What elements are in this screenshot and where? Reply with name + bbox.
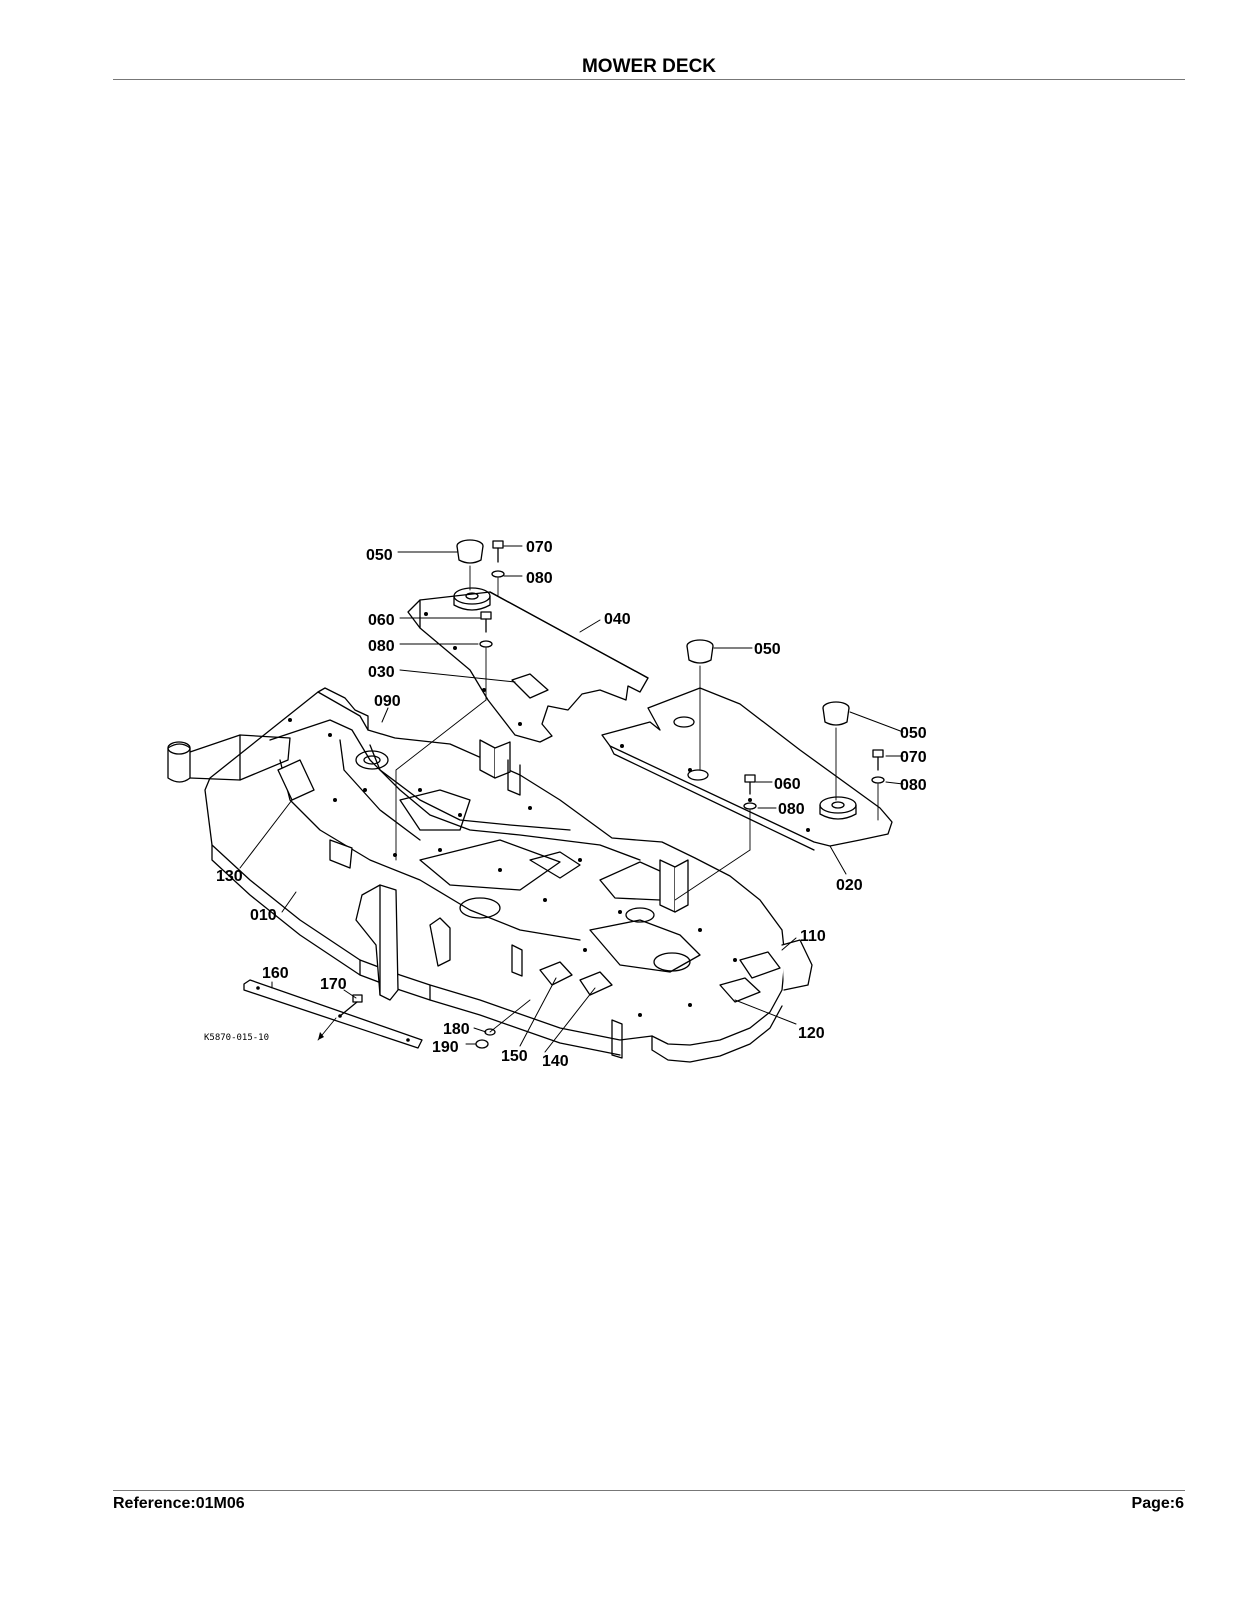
header-rule: [113, 79, 1185, 80]
cap-knob-050-left: [456, 539, 484, 564]
callout-120: 120: [798, 1025, 825, 1042]
callout-130: 130: [216, 868, 243, 885]
callout-110: 110: [800, 928, 826, 945]
callout-050: 050: [900, 725, 927, 742]
callout-170: 170: [320, 976, 347, 993]
callout-190: 190: [432, 1039, 459, 1056]
cap-knob-050-right: [822, 701, 850, 726]
right-cover-plate: [601, 687, 893, 851]
callout-080: 080: [526, 570, 553, 587]
page-number: Page:6: [1131, 1495, 1184, 1512]
callout-090: 090: [374, 693, 401, 710]
callout-080: 080: [778, 801, 805, 818]
left-cover-plate: [407, 587, 649, 743]
callout-010: 010: [250, 907, 277, 924]
baffle-bar: [243, 979, 423, 1049]
callout-050: 050: [754, 641, 781, 658]
callout-030: 030: [368, 664, 395, 681]
callout-070: 070: [526, 539, 553, 556]
callout-labels: 050 070 080 040 060 080 030 090 050 050 …: [216, 539, 927, 1070]
callout-020: 020: [836, 877, 863, 894]
figure-code: K5870-015-10: [204, 1033, 269, 1043]
bolt-070-right: [871, 749, 885, 784]
callout-050: 050: [366, 547, 393, 564]
bolt-170: [339, 994, 363, 1017]
callout-180: 180: [443, 1021, 470, 1038]
callout-040: 040: [604, 611, 631, 628]
assembly-lines: [395, 565, 879, 901]
page-title: MOWER DECK: [581, 56, 717, 77]
callout-080: 080: [900, 777, 927, 794]
callout-060: 060: [368, 612, 395, 629]
leader-lines: [239, 545, 904, 1053]
callout-160: 160: [262, 965, 289, 982]
callout-080: 080: [368, 638, 395, 655]
cap-knob-050-mid: [686, 639, 714, 664]
bolt-060-left: [479, 611, 493, 648]
bolt-070-left: [491, 540, 505, 578]
callout-070: 070: [900, 749, 927, 766]
deck-body: [167, 687, 813, 1063]
footer-rule: [113, 1490, 1185, 1491]
callout-140: 140: [542, 1053, 569, 1070]
bolt-060-right: [743, 774, 757, 810]
callout-060: 060: [774, 776, 801, 793]
reference-label: Reference:01M06: [113, 1495, 245, 1512]
callout-150: 150: [501, 1048, 528, 1065]
